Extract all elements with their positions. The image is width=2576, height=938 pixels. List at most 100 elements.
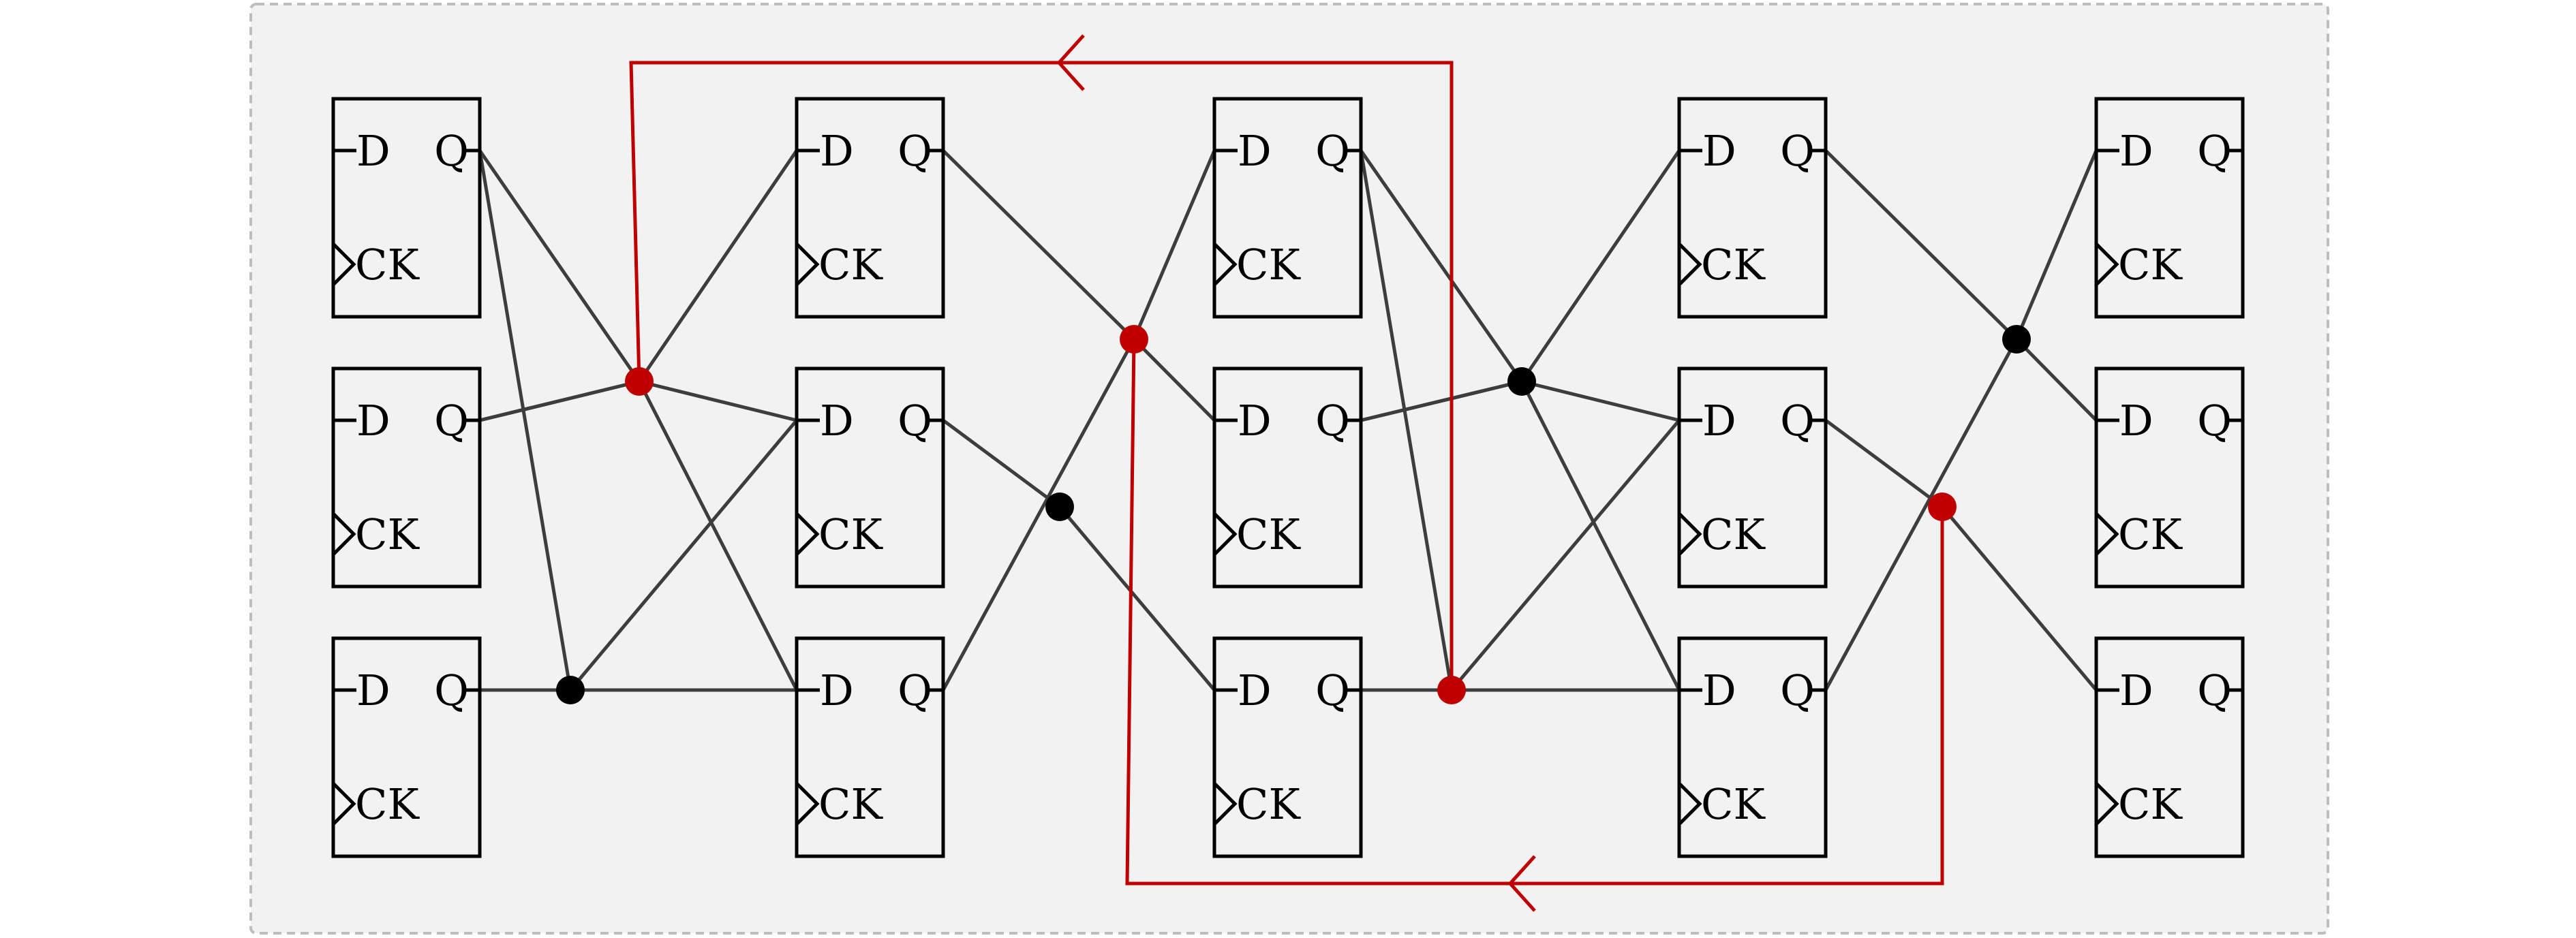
junction-layer xyxy=(556,325,2031,704)
clock-triangle-icon xyxy=(795,512,820,556)
q-label: Q xyxy=(434,126,469,176)
flip-flop-box xyxy=(331,366,482,589)
feedback-bottom-arrow-left-icon xyxy=(1507,855,1536,912)
ck-label: CK xyxy=(818,240,883,290)
d-label: D xyxy=(1238,396,1272,445)
flip-flop-box xyxy=(2094,366,2245,589)
ck-label: CK xyxy=(1236,240,1301,290)
d-label: D xyxy=(820,396,854,445)
q-label: Q xyxy=(1780,126,1815,176)
q-label: Q xyxy=(434,666,469,715)
ck-label: CK xyxy=(1701,779,1766,829)
clock-triangle-icon xyxy=(1213,512,1238,556)
d-label: D xyxy=(2119,396,2153,445)
clock-triangle-icon xyxy=(332,512,356,556)
d-label: D xyxy=(356,396,390,445)
ck-label: CK xyxy=(818,779,883,829)
clock-triangle-icon xyxy=(1678,243,1702,286)
flip-flop-box xyxy=(2094,97,2245,319)
ck-label: CK xyxy=(355,510,420,559)
ck-label: CK xyxy=(1701,240,1766,290)
d-label: D xyxy=(820,666,854,715)
junction-node-j5 xyxy=(1507,367,1536,396)
junction-node-j1 xyxy=(625,367,654,396)
flip-flop-box xyxy=(1677,366,1828,589)
feedback-layer xyxy=(629,34,1944,912)
clock-triangle-icon xyxy=(1213,243,1238,286)
ck-label: CK xyxy=(1236,510,1301,559)
flip-flop-box xyxy=(331,636,482,858)
q-label: Q xyxy=(1780,666,1815,715)
ck-label: CK xyxy=(2118,510,2183,559)
flip-flop-box xyxy=(1677,636,1828,858)
clock-triangle-icon xyxy=(332,782,356,826)
q-label: Q xyxy=(898,396,932,445)
junction-node-j6 xyxy=(1437,676,1466,704)
q-label: Q xyxy=(2197,126,2232,176)
flip-flop-box xyxy=(331,97,482,319)
ck-label: CK xyxy=(2118,779,2183,829)
ck-label: CK xyxy=(355,240,420,290)
q-label: Q xyxy=(2197,396,2232,445)
q-label: Q xyxy=(1315,396,1350,445)
d-label: D xyxy=(1238,126,1272,176)
d-label: D xyxy=(2119,666,2153,715)
ck-label: CK xyxy=(2118,240,2183,290)
clock-triangle-icon xyxy=(2095,243,2119,286)
feedback-top-path xyxy=(629,61,1454,690)
d-label: D xyxy=(1702,126,1736,176)
ck-label: CK xyxy=(1236,779,1301,829)
clock-triangle-icon xyxy=(1678,782,1702,826)
d-label: D xyxy=(1238,666,1272,715)
junction-node-j4 xyxy=(1045,493,1074,521)
q-label: Q xyxy=(898,666,932,715)
d-label: D xyxy=(1702,666,1736,715)
junction-node-j8 xyxy=(1928,493,1957,521)
ck-label: CK xyxy=(1701,510,1766,559)
junction-node-j3 xyxy=(1120,325,1148,354)
ck-label: CK xyxy=(355,779,420,829)
d-label: D xyxy=(1702,396,1736,445)
flip-flop-box xyxy=(1212,366,1363,589)
flip-flop-box xyxy=(795,97,945,319)
flip-flop-box xyxy=(1212,636,1363,858)
junction-node-j2 xyxy=(556,676,585,704)
q-label: Q xyxy=(2197,666,2232,715)
d-label: D xyxy=(356,126,390,176)
flip-flop-box xyxy=(2094,636,2245,858)
q-label: Q xyxy=(434,396,469,445)
d-label: D xyxy=(356,666,390,715)
junction-node-j7 xyxy=(2002,325,2031,354)
flip-flop-box xyxy=(1212,97,1363,319)
q-label: Q xyxy=(1315,666,1350,715)
d-label: D xyxy=(2119,126,2153,176)
clock-triangle-icon xyxy=(1213,782,1238,826)
d-label: D xyxy=(820,126,854,176)
clock-triangle-icon xyxy=(2095,782,2119,826)
clock-triangle-icon xyxy=(795,782,820,826)
flip-flop-box xyxy=(795,636,945,858)
feedback-top-arrow-left-icon xyxy=(1056,34,1085,91)
clock-triangle-icon xyxy=(2095,512,2119,556)
q-label: Q xyxy=(1780,396,1815,445)
q-label: Q xyxy=(898,126,932,176)
clock-triangle-icon xyxy=(332,243,356,286)
flip-flop-box xyxy=(1677,97,1828,319)
clock-triangle-icon xyxy=(1678,512,1702,556)
